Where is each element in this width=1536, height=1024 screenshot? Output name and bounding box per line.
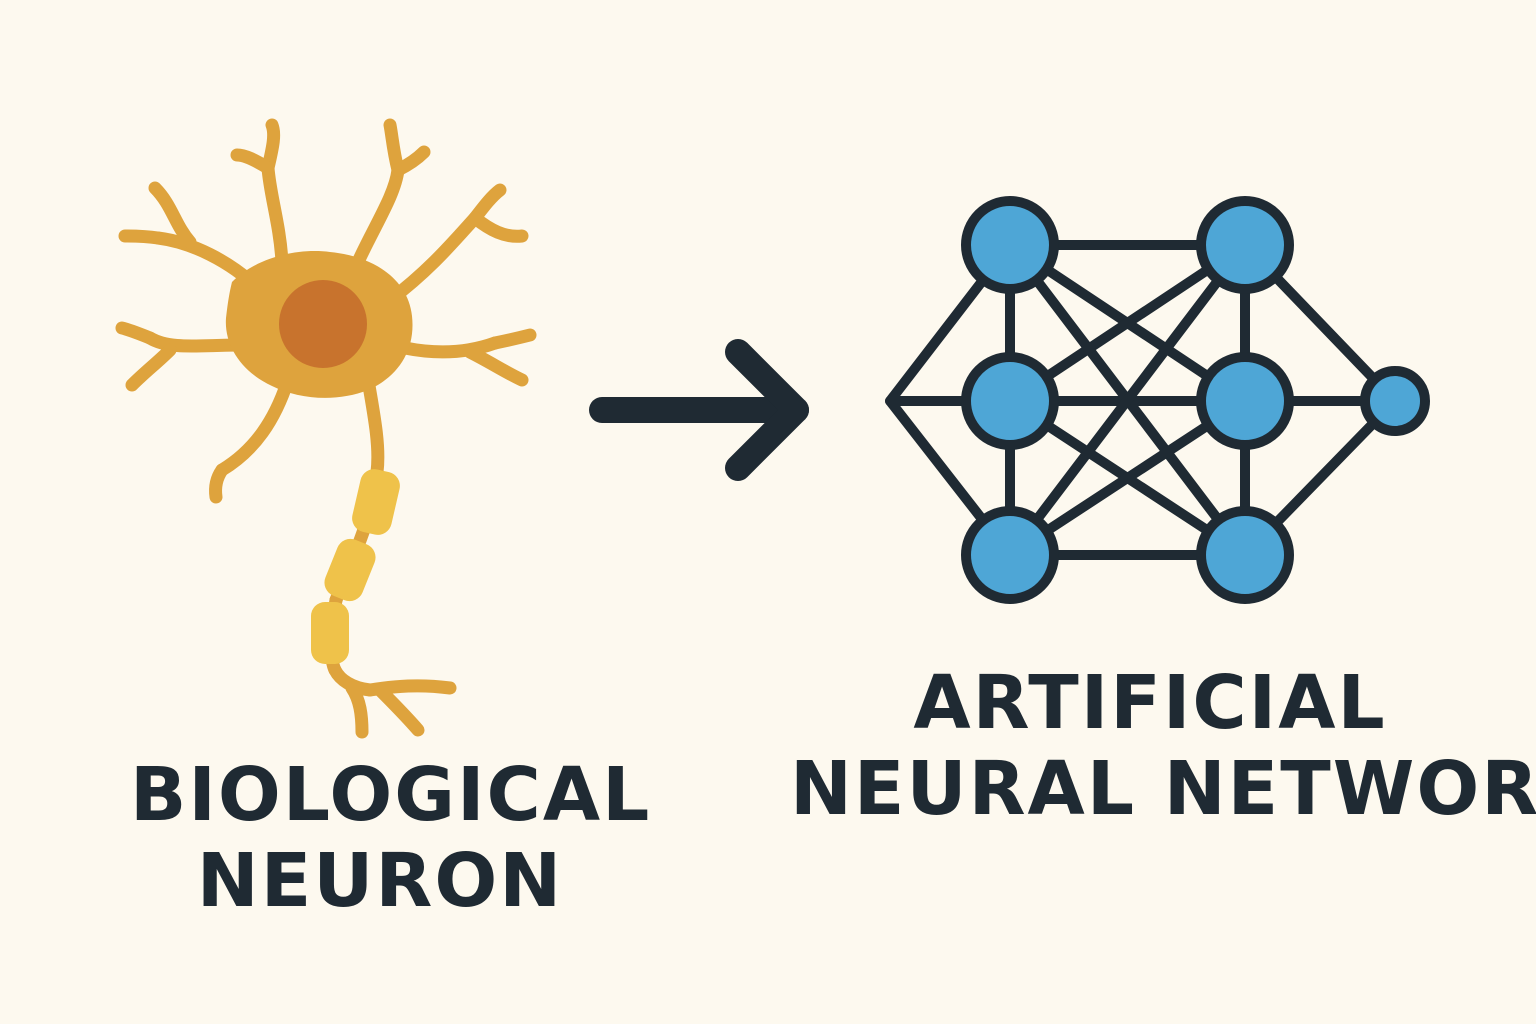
network-node [1196, 196, 1294, 294]
caption-line: NEURAL NETWORK [790, 746, 1536, 832]
neural-network-icon [885, 196, 1430, 604]
caption-line: BIOLOGICAL [130, 752, 652, 838]
network-node [1196, 506, 1294, 604]
biological-neuron-illustration [115, 118, 537, 739]
output-node [1360, 366, 1430, 436]
artificial-network-caption: ARTIFICIAL NEURAL NETWORK [790, 660, 1536, 832]
caption-line: ARTIFICIAL [913, 660, 1387, 746]
network-node [961, 352, 1059, 450]
network-node [1196, 352, 1294, 450]
right-arrow-icon [589, 339, 809, 481]
nucleus [279, 280, 367, 368]
biological-neuron-caption: BIOLOGICAL NEURON [130, 752, 652, 924]
myelin-sheath [311, 469, 400, 664]
caption-line: NEURON [196, 838, 564, 924]
network-node [961, 196, 1059, 294]
network-node [961, 506, 1059, 604]
